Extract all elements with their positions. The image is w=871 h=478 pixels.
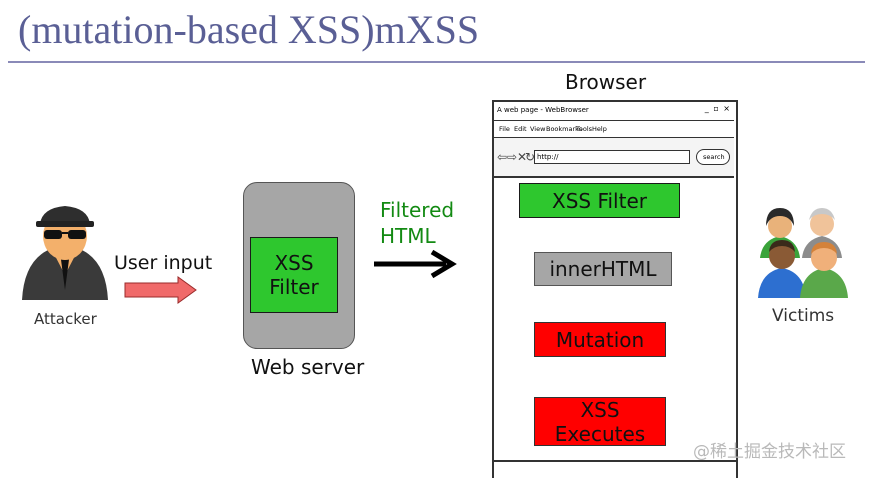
back-icon[interactable]: ⇦ <box>497 150 508 164</box>
menu-file[interactable]: File <box>499 125 510 133</box>
browser-label: Browser <box>565 70 647 94</box>
user-input-arrow <box>124 276 197 304</box>
filtered-html-arrow <box>374 249 457 279</box>
filtered-line2: HTML <box>380 224 436 248</box>
server-filter-line1: XSS <box>274 251 314 275</box>
attacker-icon <box>22 206 108 300</box>
menu-view[interactable]: View <box>530 125 546 133</box>
menu-help[interactable]: Help <box>592 125 607 133</box>
browser-bottom-edge <box>492 460 738 462</box>
refresh-icon[interactable]: ↻ <box>525 150 536 164</box>
address-bar[interactable]: http:// <box>534 150 690 164</box>
browser-xss-filter-step: XSS Filter <box>519 183 680 218</box>
victims-icon <box>758 208 848 298</box>
browser-titlebar: A web page - WebBrowser _ ▫ × <box>494 102 734 121</box>
menu-tools[interactable]: Tools <box>576 125 593 133</box>
watermark: @稀土掘金技术社区 <box>693 442 846 462</box>
browser-window-title: A web page - WebBrowser <box>497 106 589 114</box>
menu-bookmarks[interactable]: Bookmarks <box>546 125 583 133</box>
page-title: (mutation-based XSS)mXSS <box>18 7 480 52</box>
innerhtml-step: innerHTML <box>534 252 672 286</box>
stop-icon[interactable]: ✕ <box>517 150 528 164</box>
web-server-label: Web server <box>251 355 365 379</box>
menu-edit[interactable]: Edit <box>514 125 527 133</box>
browser-menubar: File Edit View Bookmarks Tools Help <box>494 121 734 138</box>
filtered-html-label: Filtered HTML <box>380 197 454 249</box>
browser-toolbar: ⇦ ⇨ ✕ ↻ http:// search <box>494 138 734 178</box>
executes-line1: XSS <box>580 397 620 422</box>
server-xss-filter: XSS Filter <box>250 237 338 313</box>
user-input-label: User input <box>114 252 213 274</box>
victims-label: Victims <box>772 306 835 326</box>
forward-icon[interactable]: ⇨ <box>507 150 518 164</box>
search-box[interactable]: search <box>696 149 730 165</box>
title-divider <box>8 61 865 63</box>
server-filter-line2: Filter <box>269 275 319 299</box>
mutation-step: Mutation <box>534 322 666 357</box>
window-controls-icon: _ ▫ × <box>704 104 731 113</box>
attacker-label: Attacker <box>34 310 97 328</box>
xss-executes-step: XSS Executes <box>534 397 666 446</box>
executes-line2: Executes <box>554 421 646 446</box>
filtered-line1: Filtered <box>380 198 455 222</box>
